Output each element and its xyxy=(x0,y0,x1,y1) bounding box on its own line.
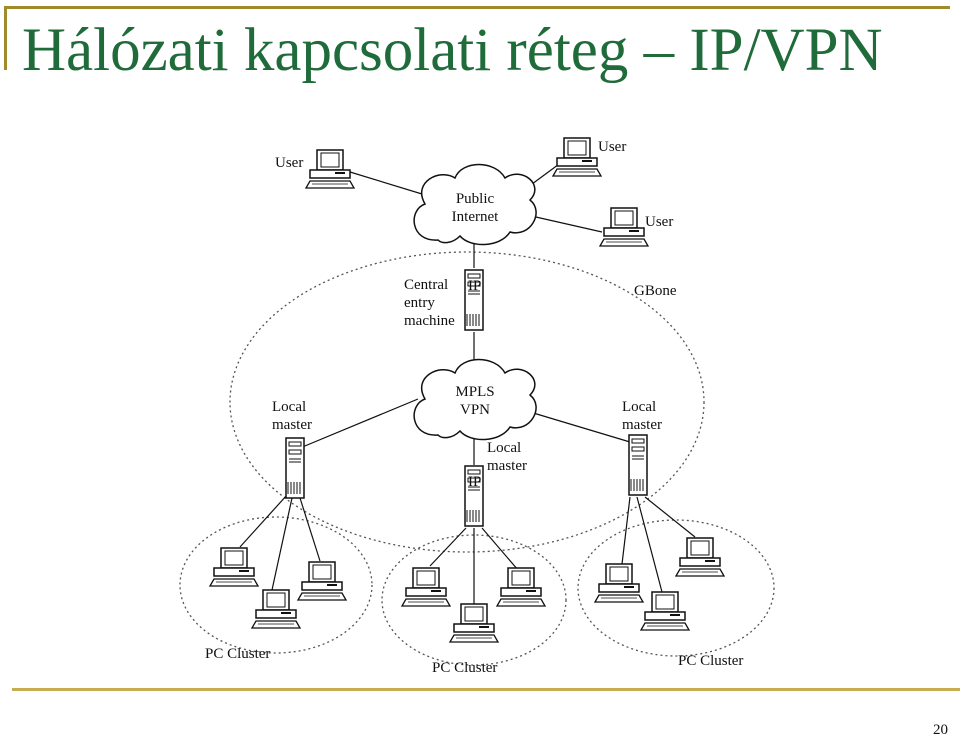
public-internet-cloud: Public Internet xyxy=(413,163,537,246)
title-top-rule xyxy=(4,6,950,9)
local-master-left-label-line1: Local xyxy=(272,399,306,415)
mpls-cloud-label-line2: VPN xyxy=(460,402,490,418)
pc-cluster-right-label: PC Cluster xyxy=(678,653,743,669)
central-label-line1: Central xyxy=(404,277,448,293)
local-master-left-label-line2: master xyxy=(272,417,312,433)
user-computer-top-right: User xyxy=(552,137,626,177)
pc-cluster-region-right xyxy=(577,519,775,657)
user-computer-left: User xyxy=(275,149,355,189)
mpls-cloud-label-line1: MPLS xyxy=(455,384,494,400)
local-master-server-middle: IP Local master xyxy=(464,440,527,527)
page-number: 20 xyxy=(933,722,948,738)
local-master-server-right: Local master xyxy=(622,399,662,496)
footer-rule xyxy=(12,688,960,691)
user-label-top-right: User xyxy=(598,139,626,155)
central-server-badge: IP xyxy=(468,278,481,294)
pc-cluster-middle-label: PC Cluster xyxy=(432,660,497,676)
local-master-right-label-line2: master xyxy=(622,417,662,433)
local-master-middle-label-line1: Local xyxy=(487,440,521,456)
gbone-label: GBone xyxy=(634,283,677,299)
pc-cluster-left-label: PC Cluster xyxy=(205,646,270,662)
central-entry-server: IP Central entry machine xyxy=(404,269,484,331)
title-left-rule xyxy=(4,8,7,70)
local-master-server-left: Local master xyxy=(272,399,312,499)
pc-cluster-region-middle xyxy=(381,534,567,666)
user-computer-right: User xyxy=(599,207,673,247)
central-label-line2: entry xyxy=(404,295,435,311)
slide-title: Hálózati kapcsolati réteg – IP/VPN xyxy=(22,17,883,84)
local-master-right-label-line1: Local xyxy=(622,399,656,415)
internet-cloud-label-line2: Internet xyxy=(452,209,499,225)
gbone-region xyxy=(229,251,705,553)
mpls-vpn-cloud: MPLS VPN xyxy=(413,358,537,441)
user-label-left: User xyxy=(275,155,303,171)
local-master-middle-label-line2: master xyxy=(487,458,527,474)
pc-cluster-middle: PC Cluster xyxy=(401,567,546,676)
title-bar xyxy=(0,0,960,90)
pc-cluster-right: PC Cluster xyxy=(594,537,743,669)
user-label-right: User xyxy=(645,214,673,230)
pc-cluster-region-left xyxy=(179,516,373,654)
internet-cloud-label-line1: Public xyxy=(456,191,495,207)
local-server-badge: IP xyxy=(468,474,481,490)
pc-cluster-left: PC Cluster xyxy=(205,547,347,662)
central-label-line3: machine xyxy=(404,313,455,329)
